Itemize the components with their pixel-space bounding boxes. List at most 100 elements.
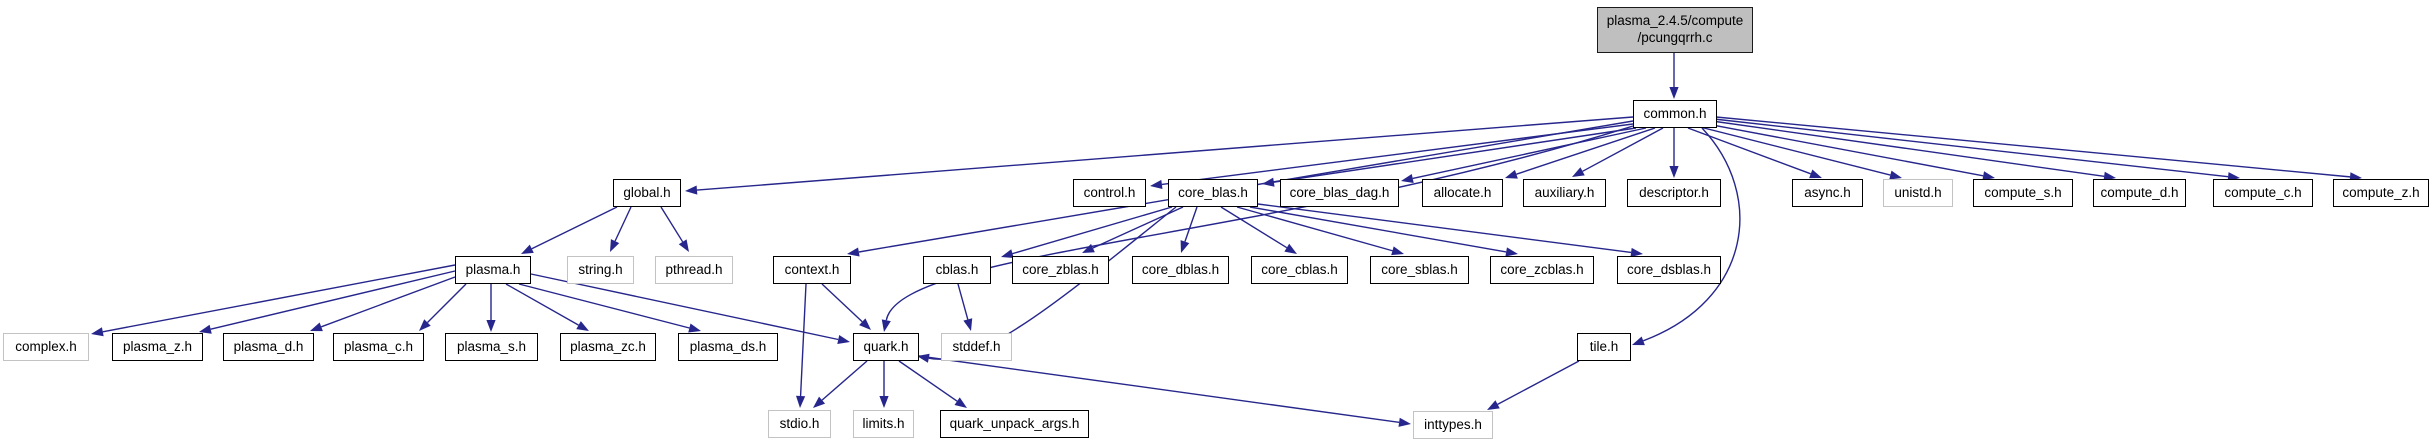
node-core_blas[interactable]: core_blas.h: [1168, 179, 1258, 207]
node-allocate[interactable]: allocate.h: [1422, 179, 1503, 207]
arrowhead-core_blas-core_dsblas: [1630, 247, 1643, 258]
edge-common-allocate: [1516, 127, 1656, 175]
edge-common-global: [696, 116, 1634, 191]
arrowhead-core_blas-core_cblas: [1284, 243, 1297, 254]
node-auxiliary[interactable]: auxiliary.h: [1523, 179, 1606, 207]
node-plasma_c[interactable]: plasma_c.h: [333, 333, 424, 361]
node-core_zcblas[interactable]: core_zcblas.h: [1490, 256, 1594, 284]
node-global[interactable]: global.h: [613, 179, 681, 207]
edge-global-string: [614, 206, 632, 242]
arrowhead-plasma-plasma_d: [310, 322, 323, 332]
node-core_dblas[interactable]: core_dblas.h: [1132, 256, 1229, 284]
arrowhead-cblas-stddef: [963, 318, 973, 331]
edge-global-pthread: [660, 206, 684, 243]
edge-core_blas-core_dsblas: [1257, 203, 1632, 254]
node-async[interactable]: async.h: [1792, 179, 1863, 207]
node-quark[interactable]: quark.h: [853, 333, 919, 361]
edge-quark-stdio: [821, 360, 868, 401]
edge-common-compute_c: [1713, 118, 2229, 178]
arrowhead-common-unistd: [1889, 170, 1902, 180]
arrowhead-core_blas-core_zblas: [1082, 243, 1095, 253]
arrowhead-plasma-plasma_z: [199, 324, 212, 334]
node-compute_d[interactable]: compute_d.h: [2093, 179, 2186, 207]
edge-plasma-plasma_d: [321, 276, 456, 328]
edge-quark-inttypes: [918, 355, 1400, 424]
node-compute_s[interactable]: compute_s.h: [1973, 179, 2073, 207]
arrowhead-common-compute_s: [1982, 171, 1995, 181]
arrowhead-common-core_blas_dag: [1401, 173, 1414, 183]
node-plasma_d[interactable]: plasma_d.h: [223, 333, 314, 361]
arrowhead-common-control: [1150, 179, 1163, 190]
node-limits: limits.h: [853, 410, 914, 438]
edge-common-core_blas: [1273, 127, 1637, 183]
node-common[interactable]: common.h: [1633, 100, 1717, 128]
edge-plasma-plasma_ds: [518, 283, 690, 329]
edge-tile-inttypes: [1497, 360, 1580, 405]
edge-common-async: [1687, 127, 1812, 175]
arrowhead-core_blas-core_dblas: [1180, 240, 1190, 253]
edge-context-stdio: [799, 283, 807, 397]
node-compute_z[interactable]: compute_z.h: [2333, 179, 2429, 207]
arrowhead-plasma-quark: [837, 334, 850, 344]
node-string: string.h: [567, 256, 634, 284]
edge-quark-quark_unpack_args: [898, 360, 958, 402]
arrowhead-plasma-plasma_s: [486, 320, 496, 332]
arrowhead-plasma-complex: [91, 327, 104, 337]
node-unistd: unistd.h: [1883, 179, 1953, 207]
node-context[interactable]: context.h: [773, 256, 851, 284]
edge-plasma-plasma_zc: [505, 283, 579, 326]
arrowhead-common-async: [1809, 169, 1822, 179]
edge-plasma-plasma_z: [210, 270, 456, 330]
node-core_blas_dag[interactable]: core_blas_dag.h: [1280, 179, 1399, 207]
node-core_dsblas[interactable]: core_dsblas.h: [1617, 256, 1721, 284]
edge-plasma-quark: [530, 273, 839, 341]
arrowhead-common-compute_d: [2103, 171, 2116, 181]
node-descriptor[interactable]: descriptor.h: [1627, 179, 1721, 207]
arrowhead-tile-inttypes: [1487, 400, 1500, 410]
arrowhead-plasma-plasma_c: [419, 319, 431, 331]
node-plasma_s[interactable]: plasma_s.h: [445, 333, 538, 361]
edge-core_blas-cblas: [1012, 206, 1173, 255]
edge-core_blas-core_zcblas: [1249, 206, 1507, 253]
edge-plasma-complex: [102, 264, 456, 333]
arrowhead-global-pthread: [678, 239, 689, 252]
arrowhead-common-core_blas: [1262, 177, 1275, 187]
edge-common-compute_z: [1715, 116, 2351, 178]
node-plasma[interactable]: plasma.h: [455, 256, 531, 284]
node-plasma_ds[interactable]: plasma_ds.h: [678, 333, 778, 361]
node-tile[interactable]: tile.h: [1577, 333, 1631, 361]
edge-global-plasma: [531, 206, 618, 250]
node-plasma_z[interactable]: plasma_z.h: [112, 333, 203, 361]
node-pthread: pthread.h: [655, 256, 733, 284]
edge-common-auxiliary: [1582, 127, 1664, 172]
node-cblas[interactable]: cblas.h: [923, 256, 991, 284]
arrowhead-quark-quark_unpack_args: [954, 397, 967, 408]
node-compute_c[interactable]: compute_c.h: [2213, 179, 2313, 207]
edge-common-unistd: [1699, 126, 1891, 176]
arrowhead-common-context: [847, 247, 860, 257]
arrowhead-common-compute_c: [2227, 172, 2240, 182]
arrowhead-context-stdio: [795, 395, 806, 408]
edge-common-compute_s: [1706, 123, 1984, 177]
node-control[interactable]: control.h: [1073, 179, 1146, 207]
node-plasma_zc[interactable]: plasma_zc.h: [560, 333, 656, 361]
node-complex: complex.h: [3, 333, 89, 361]
arrowhead-core_blas-cblas: [1001, 249, 1014, 259]
edge-core_blas-core_zblas: [1092, 206, 1184, 249]
node-core_sblas[interactable]: core_sblas.h: [1370, 256, 1469, 284]
node-core_zblas[interactable]: core_zblas.h: [1012, 256, 1109, 284]
node-core_cblas[interactable]: core_cblas.h: [1251, 256, 1348, 284]
node-stdio: stdio.h: [768, 410, 831, 438]
edge-core_blas-core_cblas: [1220, 206, 1288, 249]
arrowhead-root-common: [1669, 87, 1679, 99]
arrowhead-quark-limits: [879, 396, 889, 408]
edge-core_blas-core_sblas: [1236, 206, 1393, 252]
edge-common-quark: [885, 125, 1634, 321]
node-quark_unpack_args[interactable]: quark_unpack_args.h: [940, 410, 1089, 438]
edge-common-core_blas_dag: [1412, 127, 1647, 180]
edge-common-tile: [1642, 127, 1741, 342]
arrowhead-common-auxiliary: [1572, 167, 1585, 177]
edge-common-compute_d: [1711, 120, 2105, 178]
